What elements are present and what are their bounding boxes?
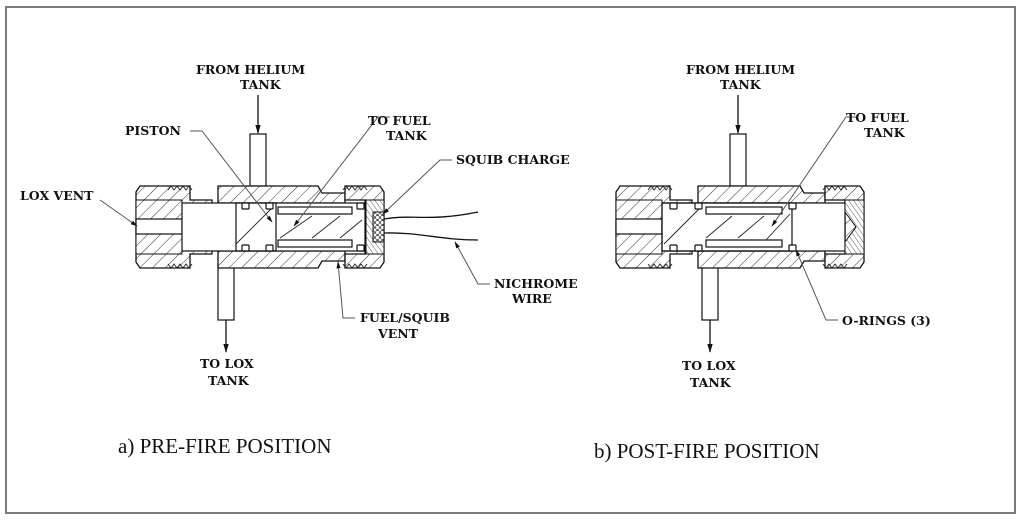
helium-inlet-tube-b [729, 95, 747, 187]
caption-post-fire: b) POST-FIRE POSITION [594, 439, 820, 463]
nichrome-wires [383, 211, 479, 241]
label-to-fuel-b: TO FUEL [846, 110, 909, 125]
caption-pre-fire: a) PRE-FIRE POSITION [118, 434, 332, 458]
label-to-lox-a: TO LOX [200, 356, 254, 371]
label-from-helium-a: FROM HELIUM [196, 62, 305, 77]
o-rings-b [669, 202, 797, 252]
label-lox-vent: LOX VENT [20, 188, 94, 203]
leader-lines-b [771, 116, 858, 321]
label-piston: PISTON [125, 123, 181, 138]
label-to-lox-b: TO LOX [682, 358, 736, 373]
label-to-fuel-a: TO FUEL [368, 113, 431, 128]
label-from-helium-b: FROM HELIUM [686, 62, 795, 77]
label-lox-tank-b: TANK [690, 375, 732, 390]
o-rings-a [241, 202, 365, 252]
spent-squib-housing [844, 199, 865, 255]
label-helium-tank-a: TANK [240, 77, 282, 92]
label-nichrome: NICHROME [494, 276, 578, 291]
panel-a-pre-fire: FROM HELIUM TANK PISTON TO FUEL TANK SQU… [20, 62, 578, 458]
lox-outlet-tube-b [701, 263, 719, 353]
leader-lines-a [99, 116, 490, 319]
panel-b-post-fire: FROM HELIUM TANK TO FUEL TANK O-RINGS (3… [594, 62, 931, 463]
lox-outlet-tube-a [217, 263, 235, 353]
label-squib-charge: SQUIB CHARGE [456, 152, 570, 167]
piston-a [235, 202, 363, 252]
label-vent: VENT [377, 326, 419, 341]
helium-inlet-tube-a [249, 95, 267, 187]
label-fuel-squib: FUEL/SQUIB [360, 310, 450, 325]
label-fuel-tank-a: TANK [386, 128, 428, 143]
label-helium-tank-b: TANK [720, 77, 762, 92]
label-wire: WIRE [511, 291, 552, 306]
label-o-rings: O-RINGS (3) [842, 313, 931, 328]
valve-housing-a [135, 185, 385, 269]
label-fuel-tank-b: TANK [864, 125, 906, 140]
label-lox-tank-a: TANK [208, 373, 250, 388]
squib-charge [365, 199, 385, 255]
